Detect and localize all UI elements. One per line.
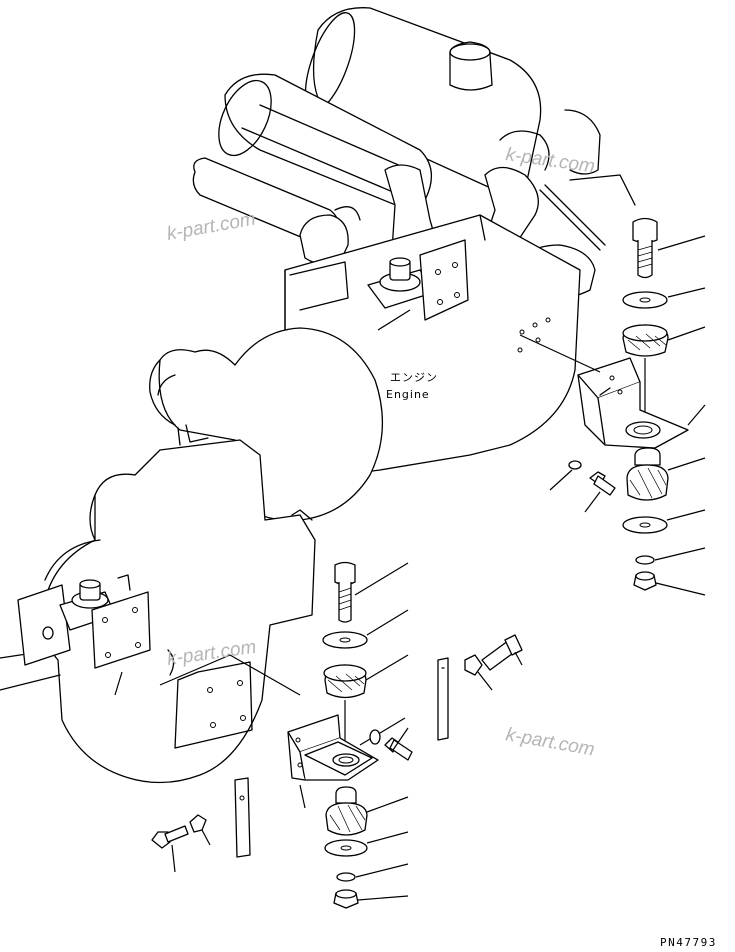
engine-label-jp: エンジン [390, 371, 438, 384]
washer [622, 291, 668, 309]
engine-mount-parts [519, 217, 706, 596]
part-number: PN47793 [660, 936, 717, 949]
watermark-4: k-part.com [504, 724, 596, 760]
lower-cushion [626, 447, 669, 501]
watermark-2: k-part.com [165, 209, 257, 245]
bolt [632, 217, 658, 279]
transmission-assembly [0, 424, 316, 784]
small-washer [568, 460, 582, 470]
rubber-cushion [622, 324, 669, 357]
engine-label-en: Engine [386, 388, 430, 401]
transmission-mount-parts [151, 561, 523, 909]
nut [633, 571, 657, 591]
mount-bracket [577, 357, 689, 449]
lock-washer [635, 555, 655, 565]
small-washer-center [369, 729, 381, 745]
washer-2 [622, 516, 668, 534]
engine-assembly [192, 7, 636, 481]
